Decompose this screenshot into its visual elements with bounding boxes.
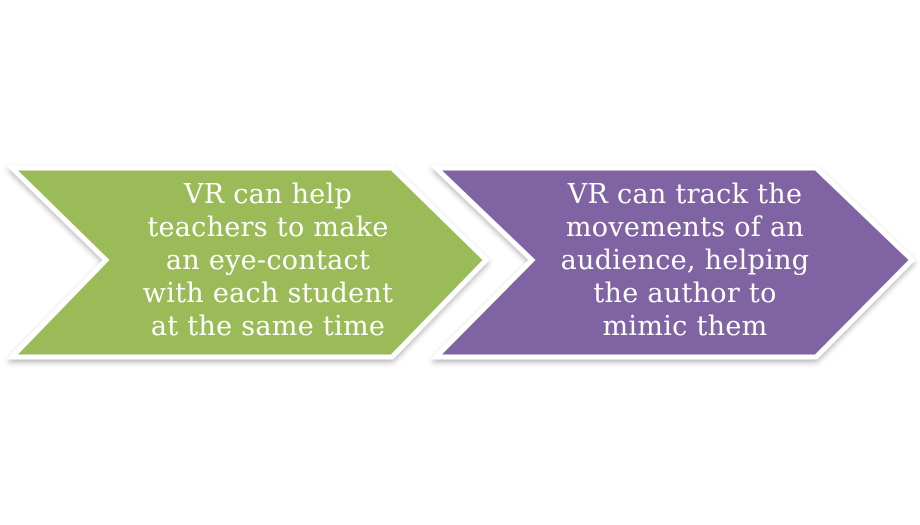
- chevron-2-line-4: the author to: [593, 278, 777, 309]
- chevron-2-line-5: mimic them: [602, 311, 768, 342]
- chevron-1-text: VR can help teachers to make an eye-cont…: [118, 178, 418, 343]
- chevron-1-line-3: an eye-contact: [165, 245, 371, 276]
- chevron-1-line-5: at the same time: [150, 311, 386, 342]
- chevron-1-line-4: with each student: [142, 278, 394, 309]
- chevron-2-line-3: audience, helping: [560, 245, 810, 276]
- chevron-2-line-2: movements of an: [565, 212, 805, 243]
- chevron-2-line-1: VR can track the: [567, 179, 803, 210]
- chevron-2-text: VR can track the movements of an audienc…: [535, 178, 835, 343]
- chevron-1-shape: [5, 165, 490, 360]
- chevron-1-line-1: VR can help: [183, 179, 353, 210]
- chevron-1-line-2: teachers to make: [147, 212, 389, 243]
- chevron-2-shape: [429, 165, 916, 360]
